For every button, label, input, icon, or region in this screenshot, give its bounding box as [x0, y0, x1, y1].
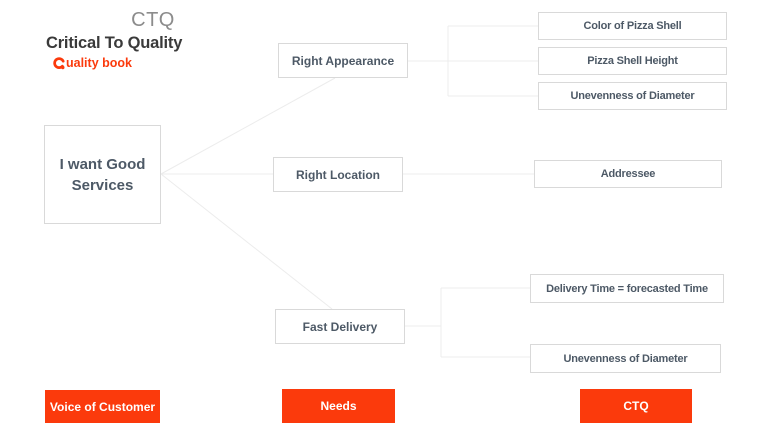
ctq-node-pizza-shell-height[interactable]: Pizza Shell Height [538, 47, 727, 75]
voice-of-customer-node[interactable]: I want Good Services [44, 125, 161, 224]
need-node-fast-delivery[interactable]: Fast Delivery [275, 309, 405, 344]
ctq-node-addressee[interactable]: Addressee [534, 160, 722, 188]
need-label: Right Appearance [291, 53, 395, 68]
voice-of-customer-label: I want Good Services [59, 155, 146, 194]
page-title: CTQ [131, 9, 175, 31]
legend-label: Voice of Customer [49, 399, 156, 414]
legend-chip-voice-of-customer[interactable]: Voice of Customer [45, 390, 160, 423]
ctq-label: Color of Pizza Shell [583, 20, 682, 32]
ctq-node-delivery-time[interactable]: Delivery Time = forecasted Time [530, 274, 724, 303]
page-subtitle: Critical To Quality [46, 34, 183, 52]
quality-book-logo-text: uality book [66, 56, 132, 70]
legend-chip-needs[interactable]: Needs [282, 389, 395, 423]
quality-book-logo: uality book [52, 56, 132, 70]
need-node-right-appearance[interactable]: Right Appearance [278, 43, 408, 78]
legend-chip-ctq[interactable]: CTQ [580, 389, 692, 423]
ctq-label: Delivery Time = forecasted Time [546, 282, 708, 295]
connector-root-to-delivery [160, 173, 333, 310]
need-node-right-location[interactable]: Right Location [273, 157, 403, 192]
ctq-node-unevenness-of-diameter[interactable]: Unevenness of Diameter [538, 82, 727, 110]
quality-book-q-icon [53, 57, 65, 70]
need-label: Right Location [296, 167, 380, 182]
ctq-label: Unevenness of Diameter [563, 352, 688, 365]
ctq-label: Addressee [600, 168, 656, 180]
ctq-label: Unevenness of Diameter [570, 90, 695, 102]
ctq-label: Pizza Shell Height [587, 55, 678, 67]
ctq-node-color-of-pizza-shell[interactable]: Color of Pizza Shell [538, 12, 727, 40]
legend-label: CTQ [623, 399, 649, 413]
connector-root-to-appearance [160, 77, 336, 175]
ctq-node-unevenness-of-diameter-2[interactable]: Unevenness of Diameter [530, 344, 721, 373]
legend-label: Needs [320, 399, 357, 413]
need-label: Fast Delivery [302, 319, 378, 334]
